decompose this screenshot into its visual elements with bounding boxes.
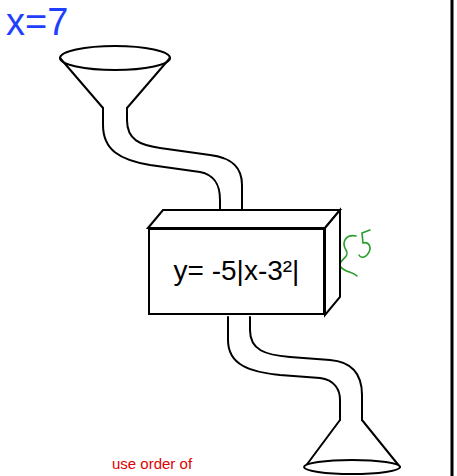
green-scribble bbox=[340, 230, 370, 276]
box-side-face bbox=[325, 210, 340, 315]
funnel-cone bbox=[60, 58, 170, 108]
funnel-rim bbox=[60, 46, 170, 70]
output-tube bbox=[250, 317, 362, 420]
input-tube bbox=[103, 108, 220, 212]
input-value: x=7 bbox=[6, 2, 68, 44]
page-edge-line bbox=[451, 0, 454, 476]
function-box: y= -5|x-3²| bbox=[148, 228, 325, 315]
formula-text: y= -5|x-3²| bbox=[174, 256, 300, 287]
input-tube bbox=[127, 108, 242, 212]
output-funnel-rim bbox=[304, 460, 400, 474]
note-text: use order of bbox=[112, 456, 192, 473]
output-tube bbox=[228, 317, 340, 420]
box-top-face bbox=[148, 210, 340, 228]
